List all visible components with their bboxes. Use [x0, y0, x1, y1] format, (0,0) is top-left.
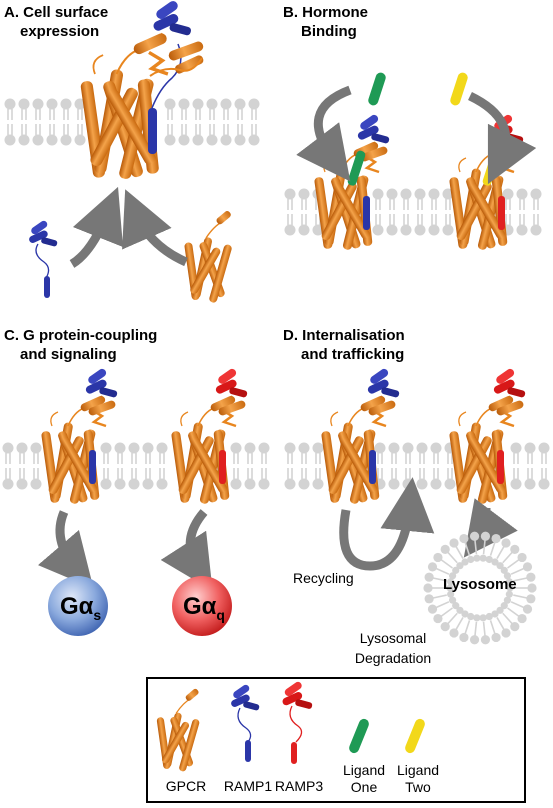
- legend-label-gpcr: GPCR: [165, 778, 207, 794]
- legend-ligand-two-icon: [405, 718, 425, 754]
- panel-c-complex-ramp3: [169, 367, 248, 506]
- panel-b-complex-one: [312, 113, 390, 252]
- legend-label-ramp1: RAMP1: [223, 778, 273, 794]
- arrow-to-gas: [37, 510, 94, 589]
- gas-bubble: [48, 576, 108, 636]
- ramp1-tm-helix: [148, 108, 157, 154]
- legend-ligand-one-icon: [349, 718, 369, 754]
- lysosomal-degradation-label: Lysosomal Degradation: [354, 630, 432, 666]
- panel-a-complex: [78, 0, 204, 182]
- lysosome-label: Lysosome: [443, 576, 517, 593]
- panel-c-membrane: [1, 441, 271, 491]
- legend-label-ligand-one: Ligand One: [342, 762, 386, 795]
- arrow-recycling: [339, 477, 435, 571]
- panel-d-complex-ramp1: [319, 367, 400, 506]
- lysosome-vesicle: [423, 531, 537, 645]
- ligand-one-bound: [347, 150, 366, 186]
- legend-gpcr-icon: [155, 687, 201, 773]
- legend-ramp1-icon: [229, 683, 260, 762]
- ligand-two-free: [450, 72, 468, 106]
- arrow-to-gaq: [160, 509, 213, 591]
- ligand-one-free: [368, 72, 386, 106]
- panel-c-title: C. G protein-coupling and signaling: [4, 327, 158, 363]
- arrow-gpcr-to-surface: [122, 189, 188, 267]
- gaq-label: Gαq: [183, 593, 225, 623]
- arrow-ligand-two: [467, 91, 537, 185]
- legend-label-ligand-two: Ligand Two: [396, 762, 440, 795]
- gaq-bubble: [172, 576, 232, 636]
- arrow-ramp1-to-surface: [69, 186, 124, 268]
- panel-a-free-gpcr: [183, 209, 234, 305]
- panel-a-title: A. Cell surface expression: [4, 4, 109, 40]
- panel-b-title: B. Hormone Binding: [283, 4, 369, 40]
- recycling-label: Recycling: [293, 570, 354, 586]
- arrow-ligand-one: [296, 85, 352, 182]
- panel-d-title: D. Internalisation and trafficking: [283, 327, 405, 363]
- panel-a-free-ramp1: [27, 219, 58, 298]
- panel-c-complex-ramp1: [39, 367, 118, 506]
- legend-label-ramp3: RAMP3: [274, 778, 324, 794]
- arrow-to-lysosome: [463, 498, 518, 558]
- gas-label: Gαs: [60, 593, 101, 623]
- panel-d-complex-ramp3: [447, 367, 526, 506]
- legend-box: [146, 677, 526, 803]
- legend-ramp3-icon: [281, 680, 313, 764]
